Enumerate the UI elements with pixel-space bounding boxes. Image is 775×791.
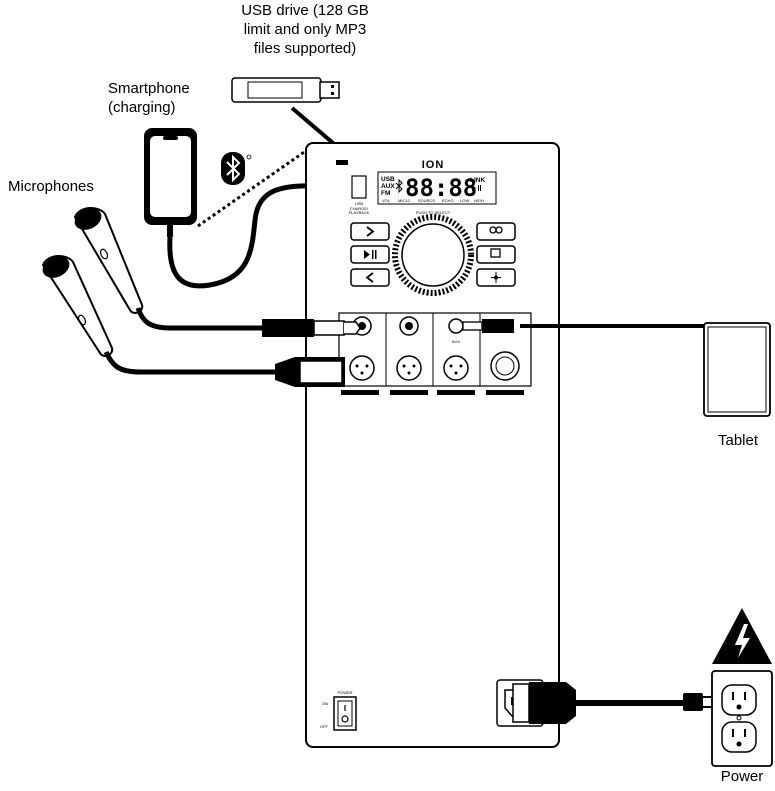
microphone-1	[73, 207, 144, 314]
bluetooth-link	[197, 146, 311, 228]
panel-mark	[336, 160, 348, 165]
play-pause-button[interactable]	[350, 245, 390, 264]
lcd-echo: ECHO	[442, 198, 454, 203]
phone-charging-cable	[167, 183, 323, 289]
input2-label-strip	[390, 390, 428, 395]
power-switch[interactable]: POWER ON OFF	[320, 690, 357, 731]
light-button[interactable]	[476, 268, 516, 287]
tablet-label: Tablet	[718, 432, 759, 449]
link-button[interactable]	[476, 222, 516, 241]
wall-outlet	[711, 670, 773, 767]
smartphone-label-line1: Smartphone	[108, 80, 190, 97]
source-button[interactable]	[476, 245, 516, 264]
power-plug	[683, 693, 703, 711]
xlr-input-1[interactable]	[349, 355, 375, 381]
electric-warning-icon	[712, 608, 772, 664]
lcd-low: LOW	[460, 198, 469, 203]
input1-label-strip	[341, 390, 379, 395]
mic1-jack[interactable]	[352, 316, 372, 336]
aux-plug	[462, 319, 514, 333]
lcd-play-icon	[472, 185, 476, 191]
bluetooth-icon	[221, 152, 252, 185]
power-label: Power	[721, 768, 764, 785]
speaker-cabinet	[305, 142, 560, 748]
mic1-cable	[135, 307, 265, 331]
mic2-cable	[103, 350, 278, 375]
aux-jack-label: AUX	[452, 339, 461, 344]
microphone-2	[41, 255, 114, 357]
xlr-output[interactable]	[490, 351, 520, 381]
usb-drive-label-line3: files supported)	[254, 40, 357, 57]
smartphone-label-line2: (charging)	[108, 99, 176, 116]
lcd-digits: 88:88	[405, 174, 477, 202]
knob-caption: PUSH TO SELECT	[416, 210, 451, 215]
usb-port[interactable]	[351, 175, 367, 199]
volume-knob[interactable]	[392, 214, 474, 296]
power-cord	[576, 697, 701, 706]
usb-drive-label-line2: limit and only MP3	[244, 21, 367, 38]
smartphone	[144, 128, 197, 237]
lcd-bluetooth-icon	[395, 178, 403, 194]
power-off-label: OFF	[320, 724, 329, 729]
brand-logo: ION	[422, 159, 445, 171]
lcd-mic12: MIC12	[398, 198, 411, 203]
usb-port-caption-3: PLAYBACK	[349, 210, 370, 215]
quarter-inch-plug	[262, 319, 361, 337]
xlr-input-3[interactable]	[443, 355, 469, 381]
skip-back-button[interactable]	[350, 268, 390, 287]
input3-label-strip	[437, 390, 475, 395]
usb-port-caption: USB	[355, 201, 364, 206]
lcd-source: SOURCE	[418, 198, 435, 203]
usb-drive	[231, 77, 340, 103]
lcd-fm: FM	[381, 190, 390, 197]
output-label-strip	[486, 390, 524, 395]
xlr-input-2[interactable]	[396, 355, 422, 381]
microphones-label: Microphones	[8, 178, 94, 195]
usb-port-caption-2: CHARGE/	[350, 206, 369, 211]
mic2-jack[interactable]	[399, 316, 419, 336]
xlr-plug	[275, 357, 345, 387]
lcd-link: LINK	[470, 177, 485, 184]
lcd-usb: USB	[381, 176, 395, 183]
lcd-display: USB AUX FM 88:88 LINK	[377, 171, 497, 205]
power-plug-iec	[512, 682, 576, 724]
lcd-bottom-labels: VOL MIC12 SOURCE ECHO LOW HIGH	[382, 198, 484, 203]
tablet	[703, 322, 771, 417]
skip-forward-button[interactable]	[350, 222, 390, 241]
power-switch-label: POWER	[337, 690, 352, 695]
lcd-high: HIGH	[474, 198, 484, 203]
usb-drive-label-line1: USB drive (128 GB	[241, 2, 369, 19]
lcd-vol: VOL	[382, 198, 391, 203]
lcd-aux: AUX	[381, 183, 395, 190]
power-on-label: ON	[322, 701, 328, 706]
